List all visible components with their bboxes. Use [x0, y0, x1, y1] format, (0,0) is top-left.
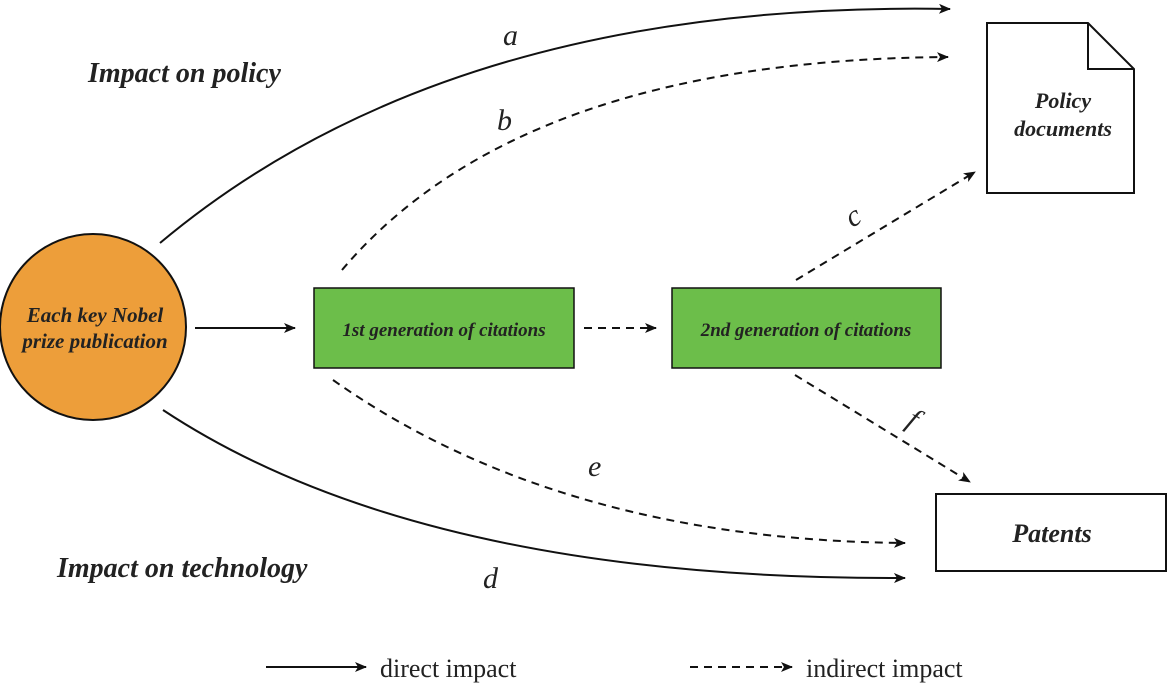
legend: direct impact indirect impact	[266, 654, 963, 683]
edge-label-c: c	[839, 199, 867, 234]
policy-documents-label-line2: documents	[1014, 116, 1112, 141]
second-generation-label: 2nd generation of citations	[700, 320, 912, 341]
heading-impact-on-technology: Impact on technology	[56, 553, 308, 584]
policy-document-page-icon	[986, 22, 1135, 194]
patents-box	[935, 493, 1167, 572]
first-generation-node: 1st generation of citations	[313, 287, 575, 369]
edge-label-b: b	[497, 104, 512, 137]
heading-impact-on-policy: Impact on policy	[87, 58, 281, 89]
first-generation-box	[313, 287, 575, 369]
policy-documents-label-line1: Policy	[1034, 88, 1091, 113]
edge-c-arrow	[795, 171, 976, 281]
first-generation-label: 1st generation of citations	[342, 320, 545, 341]
nobel-publication-node: Each key Nobel prize publication	[0, 233, 187, 421]
edge-d-arrow	[162, 409, 906, 584]
second-generation-box	[671, 287, 942, 369]
edge-label-f: f	[902, 402, 929, 437]
edge-f-arrow	[794, 374, 971, 483]
second-generation-node: 2nd generation of citations	[671, 287, 942, 369]
nobel-publication-circle	[0, 233, 187, 421]
nobel-publication-label-line1: Each key Nobel	[26, 303, 164, 327]
edge-label-a: a	[503, 19, 518, 52]
folded-corner	[1087, 23, 1134, 70]
edge-e-arrow	[332, 379, 906, 548]
patents-node: Patents	[935, 493, 1167, 572]
edge-label-e: e	[588, 450, 601, 483]
policy-documents-node: Policy documents	[986, 22, 1135, 194]
legend-indirect-label: indirect impact	[806, 654, 963, 683]
nobel-publication-label-line2: prize publication	[20, 329, 167, 353]
edge-a-arrow	[159, 3, 951, 244]
edge-b-arrow	[341, 52, 949, 271]
edge-label-d: d	[483, 562, 499, 595]
patents-label: Patents	[1011, 519, 1091, 548]
legend-direct-label: direct impact	[380, 654, 517, 683]
